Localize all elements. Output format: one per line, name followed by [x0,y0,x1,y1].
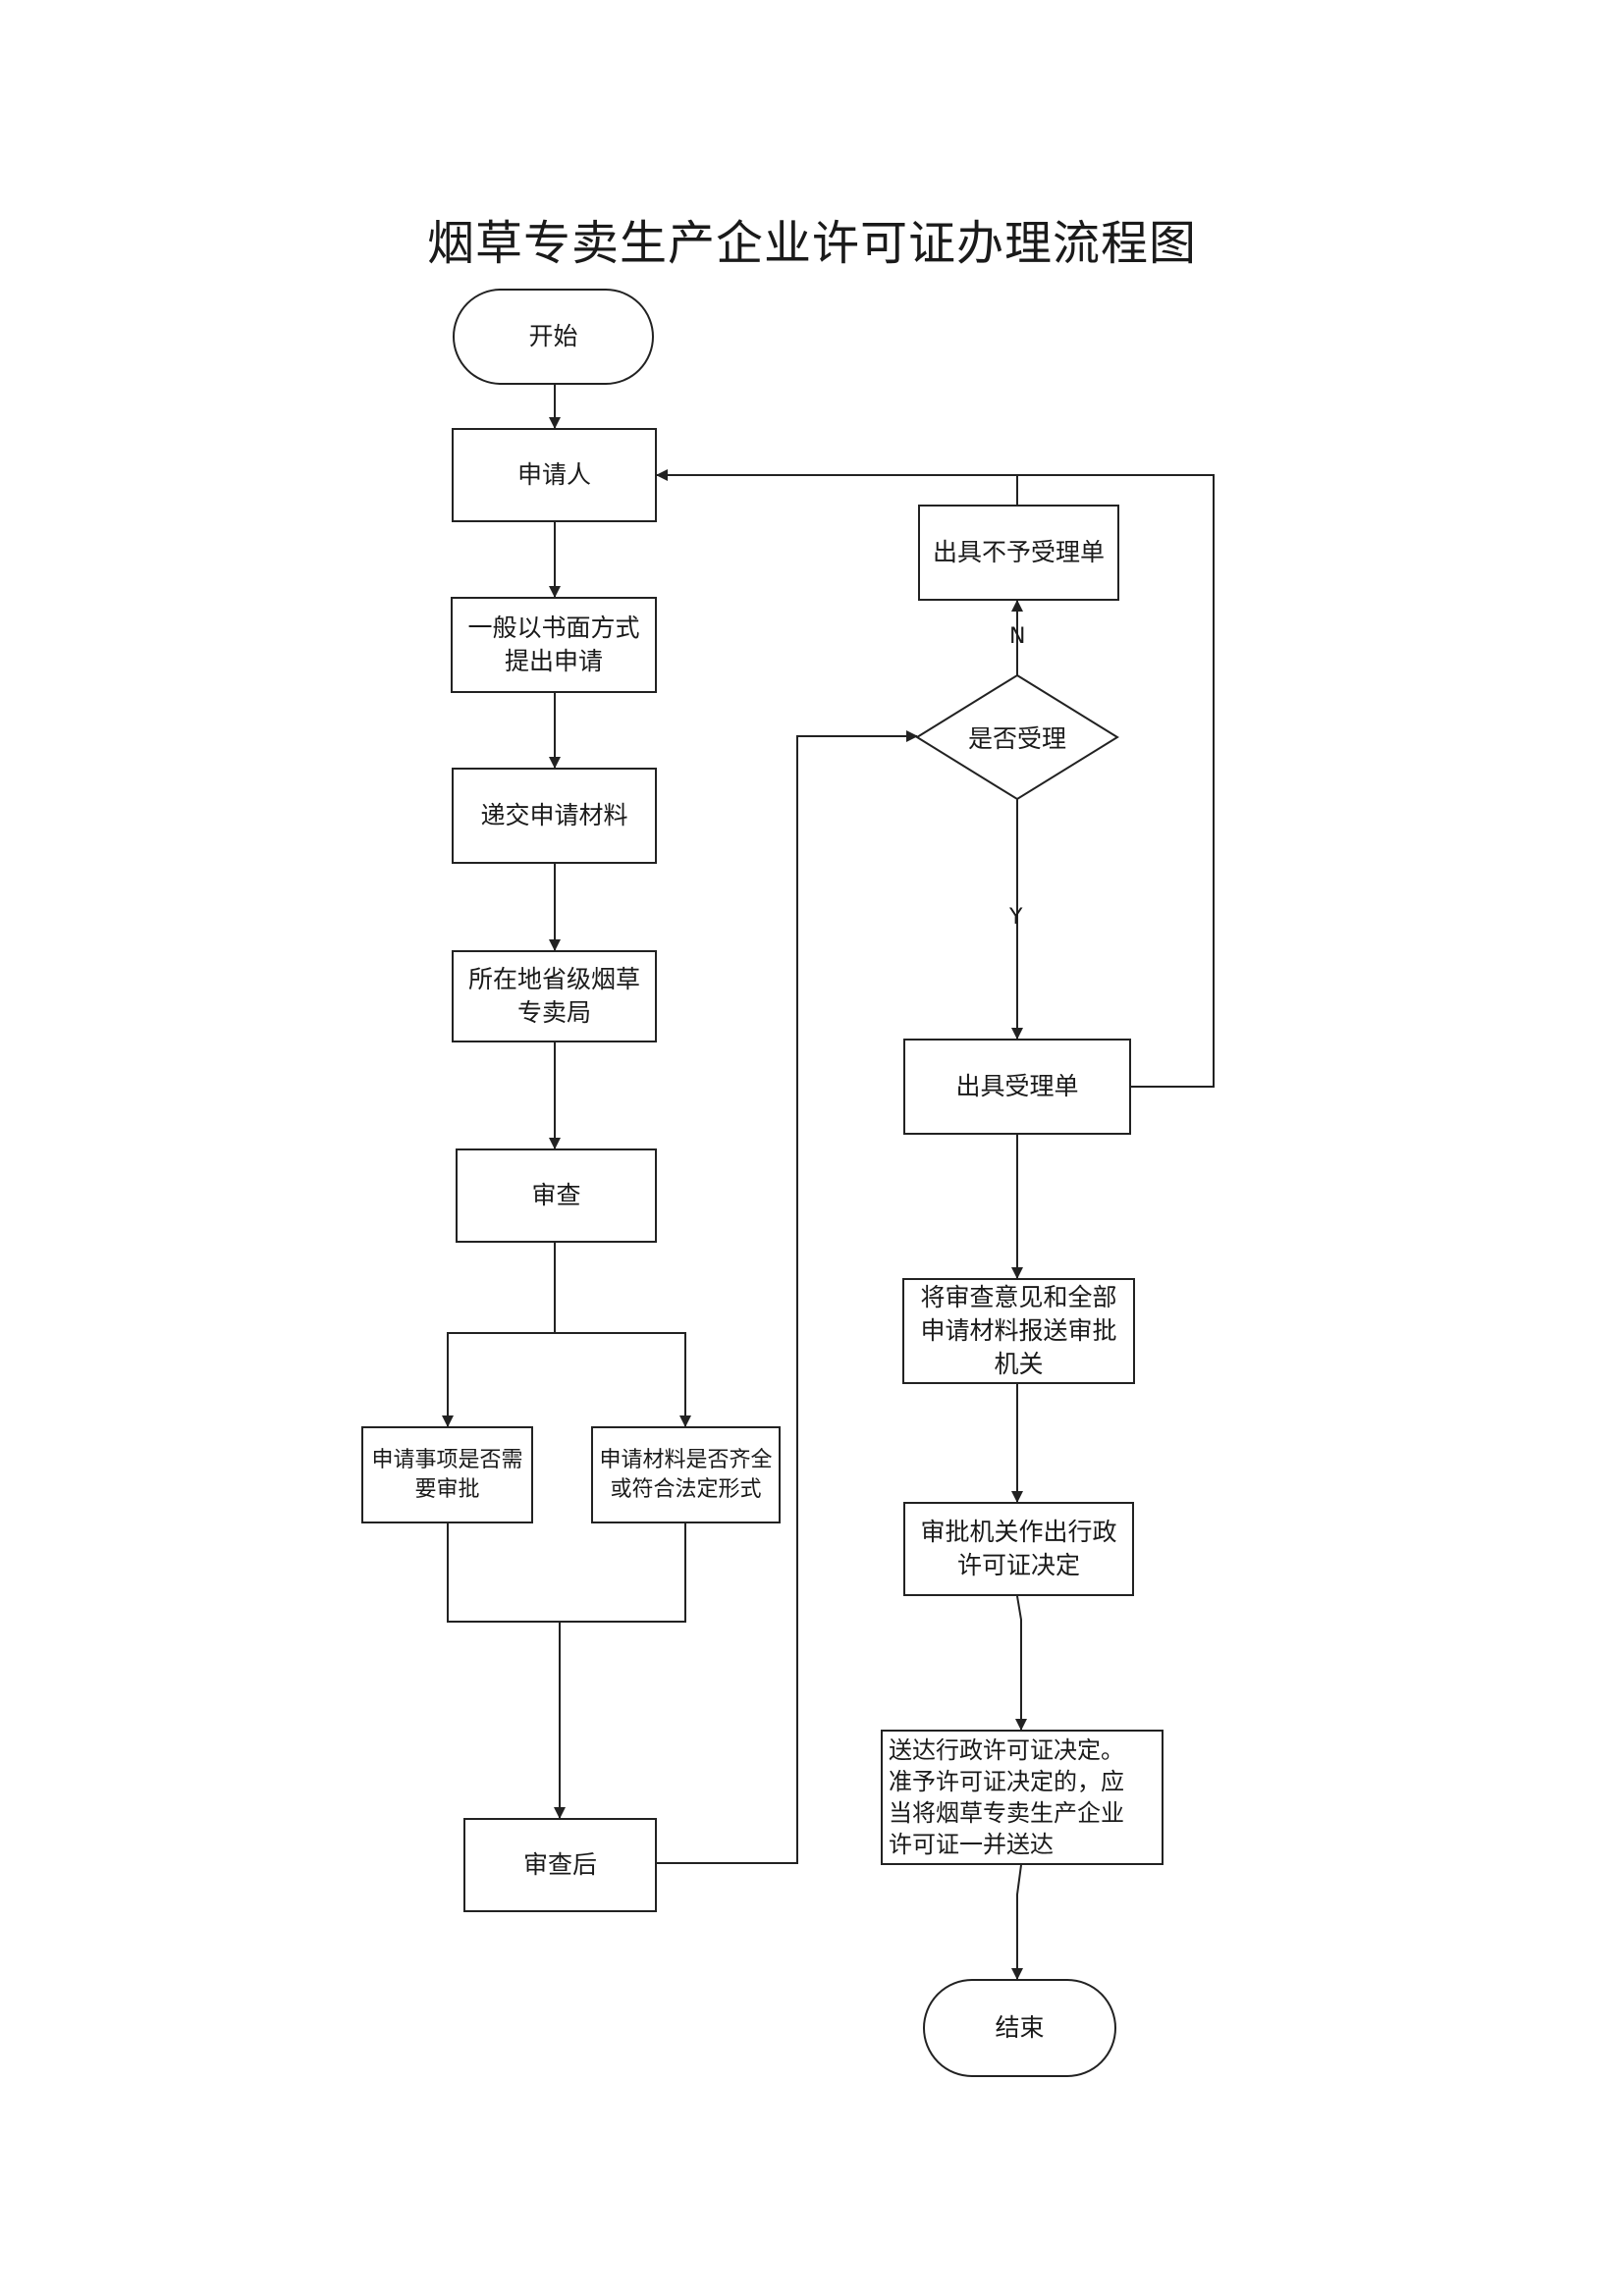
provincial-bureau-box: 所在地省级烟草 专卖局 [452,950,657,1042]
edge-merge [447,1523,686,1623]
edge-reject-applicant [656,469,1018,505]
no-label: N [1009,624,1026,649]
page-title: 烟草专卖生产企业许可证办理流程图 [426,216,1197,271]
edge-accept-applicant [1017,474,1215,1088]
check-approval-box: 申请事项是否需 要审批 [361,1426,533,1523]
edge-review-split-right [555,1332,691,1427]
decision-diamond [915,673,1119,801]
accept-decision-label: 是否受理 [967,724,1066,753]
edge-permit-deliver [1015,1595,1027,1731]
end-terminal: 结束 [923,1979,1116,2077]
submit-materials-box: 递交申请材料 [452,768,657,864]
written-apply-box: 一般以书面方式 提出申请 [451,597,657,693]
yes-label: Y [1009,905,1023,930]
start-terminal: 开始 [453,289,654,385]
check-materials-box: 申请材料是否齐全 或符合法定形式 [591,1426,781,1523]
after-review-box: 审查后 [463,1818,657,1912]
review-box: 审查 [456,1148,657,1243]
reject-notice-box: 出具不予受理单 [918,505,1119,601]
edge-after-decision [657,730,918,1864]
edge-deliver-end [1011,1864,1023,1980]
permit-decision-box: 审批机关作出行政 许可证决定 [903,1502,1134,1596]
edge-review-split [442,1243,556,1427]
accept-notice-box: 出具受理单 [903,1039,1131,1135]
applicant-box: 申请人 [452,428,657,522]
forward-materials-box: 将审查意见和全部 申请材料报送审批 机关 [902,1278,1135,1384]
deliver-decision-box: 送达行政许可证决定。 准予许可证决定的，应 当将烟草专卖生产企业 许可证一并送达 [881,1730,1164,1865]
